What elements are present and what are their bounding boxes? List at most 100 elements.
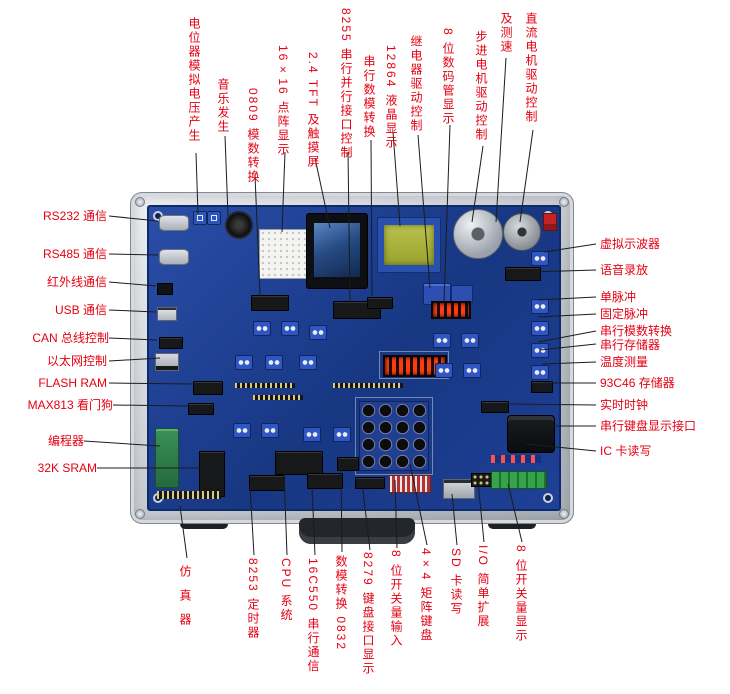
callout-music-generator: 音乐发生 (216, 78, 230, 134)
instrument-case (130, 192, 574, 524)
pin-header (333, 383, 403, 388)
cpu-chip (275, 451, 323, 475)
virtual-oscilloscope-port (531, 251, 549, 266)
adc-0809-chip (251, 295, 289, 311)
callout-temperature: 温度测量 (600, 355, 649, 369)
power-switch (543, 213, 557, 231)
callout-93c46-eeprom: 93C46 存储器 (600, 376, 675, 390)
tft-touchscreen-module (306, 213, 368, 289)
terminal-block (461, 333, 479, 348)
case-screw (559, 197, 569, 207)
callout-dot-matrix-16x16: 16×16 点阵显示 (276, 45, 290, 158)
callout-switch-input-8bit: 8 位开关量输入 (389, 550, 403, 649)
terminal-block (463, 363, 481, 378)
callout-can-bus: CAN 总线控制 (32, 331, 109, 345)
callout-usb: USB 通信 (54, 303, 107, 317)
serial-dac-chip (367, 297, 393, 309)
green-terminal-block (491, 471, 547, 489)
single-pulse-port (531, 299, 549, 314)
callout-cpu-system: CPU 系统 (279, 558, 293, 623)
callout-serial-dac: 串行数模转换 (362, 55, 376, 139)
mounting-hole (543, 493, 553, 503)
terminal-block (435, 363, 453, 378)
timer-8253-chip (249, 475, 285, 491)
terminal-block (303, 427, 321, 442)
callout-stepper-motor: 步进电机驱动控制 (474, 30, 488, 142)
potentiometer (207, 211, 221, 225)
terminal-block (333, 427, 351, 442)
callout-ic-card: IC 卡读写 (600, 444, 652, 458)
callout-flash-ram: FLASH RAM (38, 376, 107, 390)
terminal-block (309, 325, 327, 340)
eeprom-93c46-chip (531, 381, 553, 393)
rtc-chip (481, 401, 509, 413)
pcb-board (147, 205, 561, 511)
callout-16c550-uart: 16C550 串行通信 (306, 558, 320, 674)
callout-rtc: 实时时钟 (600, 398, 649, 412)
callout-virtual-oscilloscope: 虚拟示波器 (600, 237, 661, 251)
terminal-block (265, 355, 283, 370)
callout-lcd-12864: 12864 液晶显示 (384, 45, 398, 150)
callout-8279-keyboard-display: 8279 键盘接口显示 (361, 552, 375, 677)
uart-16c550-chip (307, 473, 343, 489)
can-bus-chip (159, 337, 183, 349)
callout-8255-interface: 8255 串行并行接口控制 (339, 8, 353, 161)
usb-connector (157, 307, 177, 321)
callout-serial-adc: 串行模数转换 (600, 324, 673, 338)
callout-single-pulse: 单脉冲 (600, 290, 637, 304)
callout-sd-card: SD 卡读写 (449, 548, 463, 617)
callout-infrared: 红外线通信 (46, 275, 107, 289)
stepper-motor (453, 209, 503, 259)
led-row (491, 455, 541, 463)
max813-watchdog-chip (188, 403, 214, 415)
callout-serial-storage: 串行存储器 (600, 338, 661, 352)
flash-ram-chip (193, 381, 223, 395)
ethernet-jack (155, 353, 179, 371)
keyboard-8279-chip (355, 477, 385, 489)
io-expansion-header (471, 473, 497, 487)
callout-speed-measure: 及测速 (499, 12, 513, 54)
silkscreen-outline (355, 397, 433, 475)
callout-dc-motor: 直流电机驱动控制 (524, 12, 538, 124)
callout-fixed-pulse: 固定脉冲 (600, 307, 649, 321)
case-screw (559, 509, 569, 519)
mini-segment-display (431, 301, 471, 319)
callout-relay-driver: 继电器驱动控制 (409, 35, 423, 133)
terminal-block (261, 423, 279, 438)
callout-8253-timer: 8253 定时器 (246, 558, 260, 641)
callout-rs232: RS232 通信 (42, 209, 107, 223)
callout-emulator: 仿真器 (178, 565, 192, 637)
fixed-pulse-port (531, 321, 549, 336)
callout-io-expansion: I/O 简单扩展 (476, 545, 490, 629)
dot-matrix-module (259, 229, 309, 279)
pin-header (253, 395, 303, 400)
callout-led-digit-display: 8 位数码管显示 (441, 28, 455, 127)
callout-tft-touchscreen: 2.4 TFT 及触摸屏 (306, 52, 320, 169)
potentiometer (193, 211, 207, 225)
terminal-block (253, 321, 271, 336)
case-screw (135, 197, 145, 207)
terminal-block (233, 423, 251, 438)
pin-header (235, 383, 295, 388)
sd-card-slot (443, 479, 475, 499)
dip-switch-block (389, 475, 431, 493)
callout-32k-sram: 32K SRAM (37, 461, 97, 475)
callout-max813-watchdog: MAX813 看门狗 (27, 398, 113, 412)
speaker (225, 211, 253, 239)
terminal-block (235, 355, 253, 370)
matrix-keypad-4x4 (359, 401, 429, 471)
rs232-connector (159, 215, 189, 231)
callout-switch-display-8bit: 8 位开关量显示 (514, 545, 528, 644)
callout-ethernet: 以太网控制 (46, 354, 107, 368)
callout-dac-0832: 数模转换 0832 (334, 555, 348, 652)
callout-voice-record: 语音录放 (600, 263, 649, 277)
programmer-zif-socket (155, 428, 179, 488)
terminal-block (281, 321, 299, 336)
case-screw (135, 509, 145, 519)
case-handle (299, 518, 415, 544)
callout-serial-keyboard-display: 串行键盘显示接口 (600, 419, 697, 433)
emulator-header (157, 491, 221, 499)
callout-matrix-keypad-4x4: 4×4 矩阵键盘 (419, 548, 433, 643)
lcd-12864-module (377, 217, 441, 273)
